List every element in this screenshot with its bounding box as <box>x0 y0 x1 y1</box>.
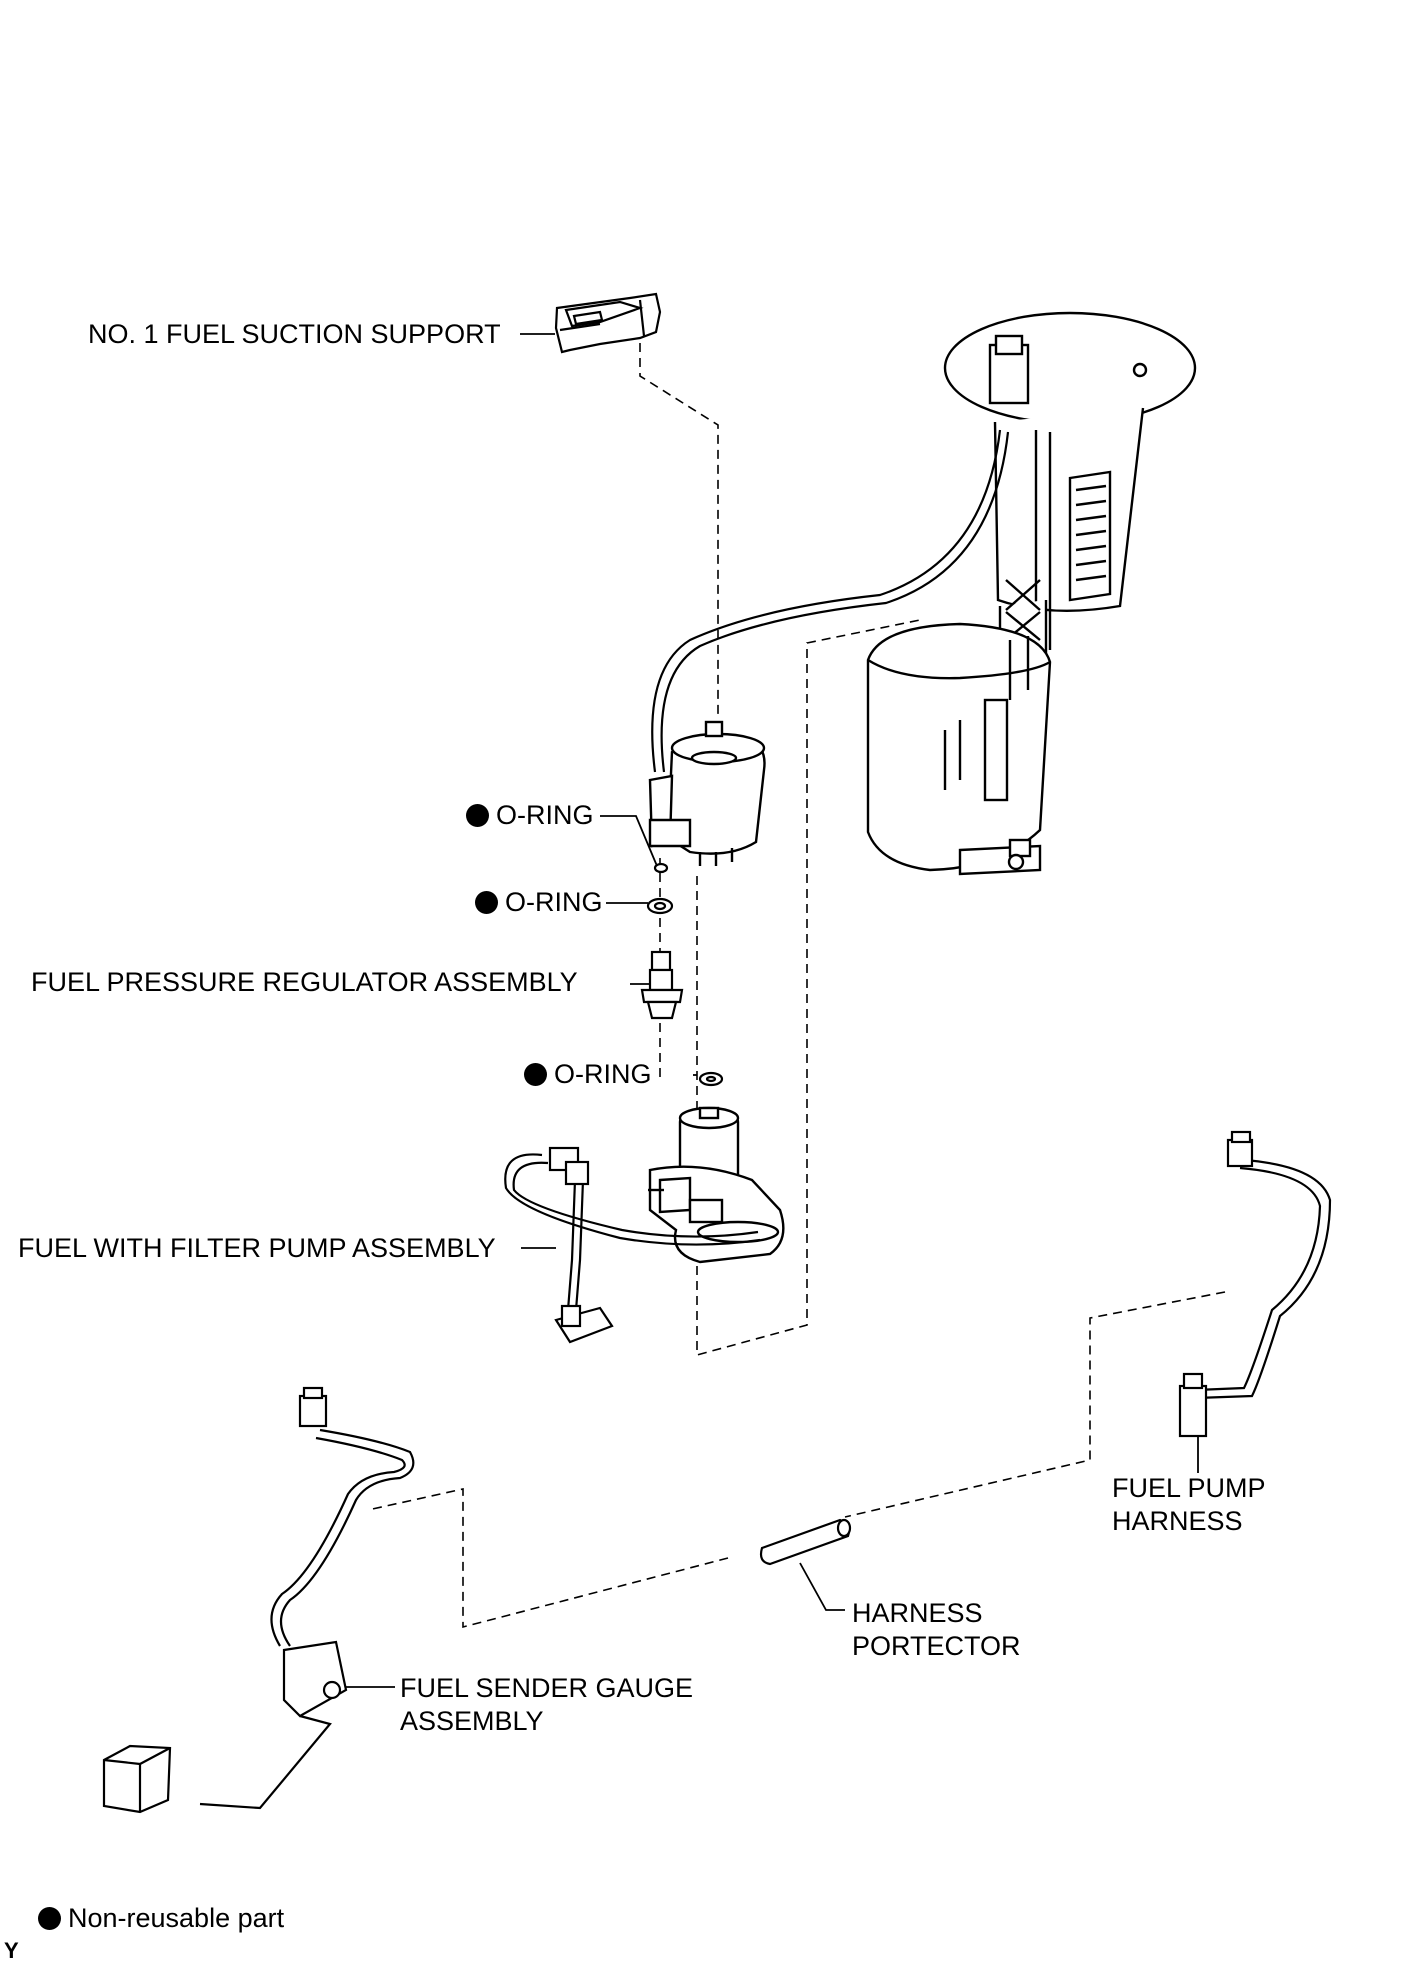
label-o-ring-1-text: O-RING <box>496 800 594 830</box>
fuel-pressure-regulator-part <box>640 950 684 1020</box>
label-o-ring-2-text: O-RING <box>505 887 603 917</box>
label-fuel-sender-gauge: FUEL SENDER GAUGE ASSEMBLY <box>400 1672 693 1738</box>
label-harness-protector-line2: PORTECTOR <box>852 1631 1021 1661</box>
label-fuel-pump-harness-line2: HARNESS <box>1112 1506 1243 1536</box>
label-fuel-sender-gauge-line2: ASSEMBLY <box>400 1706 544 1736</box>
label-harness-protector: HARNESS PORTECTOR <box>852 1597 1021 1663</box>
label-o-ring-2: O-RING <box>475 886 603 919</box>
legend-non-reusable-text: Non-reusable part <box>68 1903 285 1933</box>
label-fuel-with-filter-pump: FUEL WITH FILTER PUMP ASSEMBLY <box>18 1232 496 1265</box>
sub-tank-part <box>866 622 1052 876</box>
fuel-pump-part <box>648 1106 785 1264</box>
non-reusable-dot-icon <box>466 804 489 827</box>
label-fuel-pump-harness-line1: FUEL PUMP <box>1112 1473 1266 1503</box>
legend-non-reusable: Non-reusable part <box>38 1902 284 1935</box>
figure-code: Y <box>4 1938 19 1963</box>
harness-protector-part <box>759 1518 852 1566</box>
label-fuel-pressure-regulator-text: FUEL PRESSURE REGULATOR ASSEMBLY <box>31 967 578 997</box>
fuel-pump-harness-part <box>1178 1130 1332 1438</box>
pump-wire-harness <box>504 1146 761 1344</box>
fuel-filter-part <box>648 720 766 866</box>
label-o-ring-1: O-RING <box>466 799 594 832</box>
fuel-hose <box>651 429 1010 773</box>
fuel-sender-gauge-part <box>102 1386 415 1814</box>
label-o-ring-3: O-RING <box>524 1058 652 1091</box>
fuel-suction-support-part <box>554 292 662 354</box>
o-ring-parts <box>646 862 724 1087</box>
non-reusable-dot-icon <box>38 1907 61 1930</box>
label-harness-protector-line1: HARNESS <box>852 1598 983 1628</box>
label-fuel-pressure-regulator: FUEL PRESSURE REGULATOR ASSEMBLY <box>31 966 578 999</box>
label-o-ring-3-text: O-RING <box>554 1059 652 1089</box>
label-fuel-suction-support: NO. 1 FUEL SUCTION SUPPORT <box>88 318 501 351</box>
label-fuel-suction-support-text: NO. 1 FUEL SUCTION SUPPORT <box>88 319 501 349</box>
non-reusable-dot-icon <box>524 1063 547 1086</box>
non-reusable-dot-icon <box>475 891 498 914</box>
label-fuel-sender-gauge-line1: FUEL SENDER GAUGE <box>400 1673 694 1703</box>
fuel-pump-module-flange <box>943 311 1197 662</box>
label-fuel-pump-harness: FUEL PUMP HARNESS <box>1112 1472 1266 1538</box>
label-fuel-with-filter-pump-text: FUEL WITH FILTER PUMP ASSEMBLY <box>18 1233 496 1263</box>
